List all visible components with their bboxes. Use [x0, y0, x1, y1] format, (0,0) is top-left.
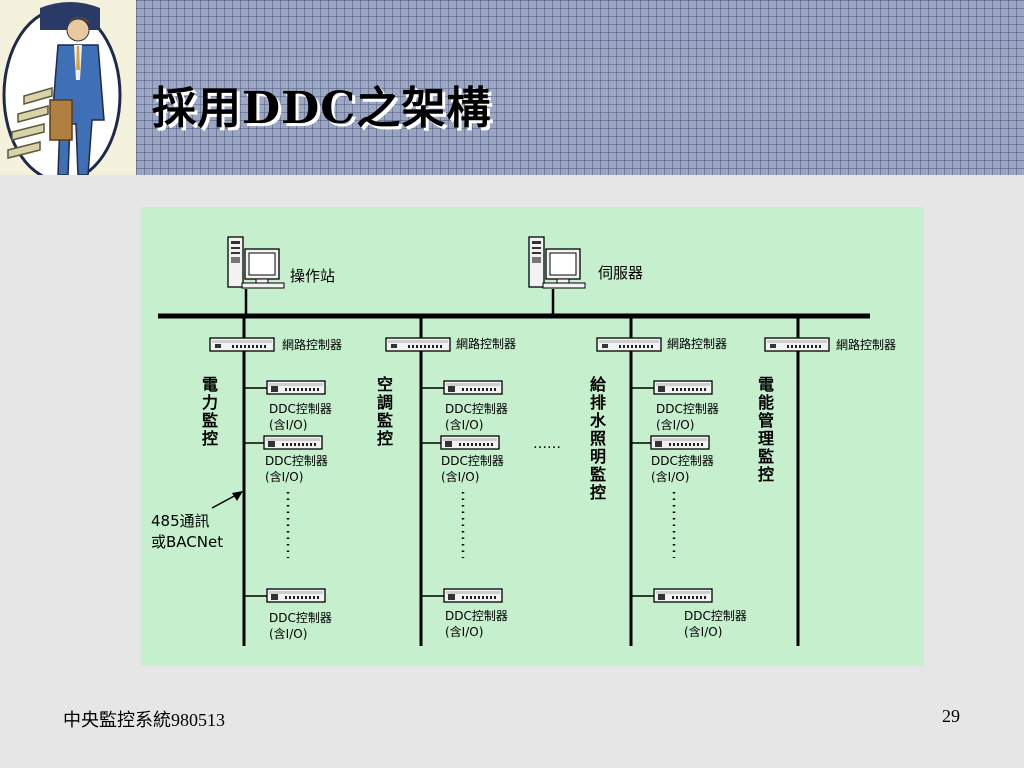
branch-label-char: 控 [590, 483, 606, 502]
ddc-controller-icon [263, 435, 323, 450]
ddc-label: DDC控制器 [656, 402, 719, 416]
branch-label-char: 照 [590, 429, 606, 448]
network-controller-icon [385, 337, 451, 352]
ddc-controller-icon [440, 435, 500, 450]
branch-label-char: 明 [590, 447, 606, 466]
ddc-label: DDC控制器 [265, 454, 328, 468]
branch-label-char: 監 [758, 447, 774, 466]
branch-label-char: 給 [590, 375, 607, 394]
footer-course-label: 中央監控系統980513 [63, 710, 225, 730]
ddc-label: DDC控制器 [269, 402, 332, 416]
logo-illustration [0, 0, 136, 175]
io-label: (含I/O) [684, 624, 722, 639]
server-label: 伺服器 [598, 264, 643, 282]
ddc-label: DDC控制器 [269, 611, 332, 625]
io-label: (含I/O) [445, 624, 483, 639]
branch-label-char: 控 [377, 429, 393, 448]
ddc-controller-icon [266, 380, 326, 395]
ddc-controller-icon [650, 435, 710, 450]
ddc-controller-icon [653, 380, 713, 395]
branch-label-char: 理 [758, 429, 774, 448]
branch-label-char: 控 [758, 465, 774, 484]
ddc-controller-icon [443, 588, 503, 603]
ddc-controller-icon [266, 588, 326, 603]
branch-label-char: 調 [377, 393, 393, 412]
io-label: (含I/O) [269, 626, 307, 641]
ddc-label: DDC控制器 [445, 609, 508, 623]
network-controller-icon [596, 337, 662, 352]
header-grid-banner [0, 0, 1024, 175]
io-label: (含I/O) [265, 469, 303, 484]
branch-label-char: 電 [202, 375, 218, 394]
ddc-label: DDC控制器 [441, 454, 504, 468]
page-number: 29 [942, 706, 960, 726]
network-controller-label: 網路控制器 [836, 337, 896, 352]
io-label: (含I/O) [656, 417, 694, 432]
network-controller-label: 網路控制器 [456, 336, 516, 351]
workstation-icon [227, 236, 285, 316]
branch-label-char: 控 [202, 429, 218, 448]
comm-arrow [211, 493, 239, 509]
comm-protocol-label: 485通訊 [151, 512, 210, 530]
ellipsis-more-branches: …… [533, 436, 561, 452]
branch-label-char: 能 [758, 393, 774, 412]
comm-protocol-label: 或BACNet [151, 533, 223, 551]
slide-title: 採用DDC之架構 [152, 83, 492, 134]
branch-label-char: 空 [377, 375, 393, 394]
network-controller-icon [764, 337, 830, 352]
ddc-controller-icon [653, 588, 713, 603]
branch-label-char: 管 [758, 411, 774, 430]
branch-label-char: 監 [590, 465, 606, 484]
ddc-label: DDC控制器 [651, 454, 714, 468]
network-controller-label: 網路控制器 [282, 337, 342, 352]
network-controller-label: 網路控制器 [667, 336, 727, 351]
ddc-label: DDC控制器 [445, 402, 508, 416]
network-controller-icon [209, 337, 275, 352]
branch-label-char: 監 [377, 411, 393, 430]
io-label: (含I/O) [269, 417, 307, 432]
branch-label-char: 電 [758, 375, 774, 394]
branch-label-char: 力 [202, 393, 218, 412]
server-icon [528, 236, 586, 316]
workstation-label: 操作站 [290, 267, 335, 285]
branch-label-char: 水 [590, 411, 607, 430]
branch-label-char: 監 [202, 411, 218, 430]
io-label: (含I/O) [445, 417, 483, 432]
arrow-head-icon [232, 491, 243, 501]
ddc-label: DDC控制器 [684, 609, 747, 623]
io-label: (含I/O) [651, 469, 689, 484]
branch-label-char: 排 [590, 393, 606, 412]
header-band [136, 56, 1024, 114]
io-label: (含I/O) [441, 469, 479, 484]
ddc-controller-icon [443, 380, 503, 395]
